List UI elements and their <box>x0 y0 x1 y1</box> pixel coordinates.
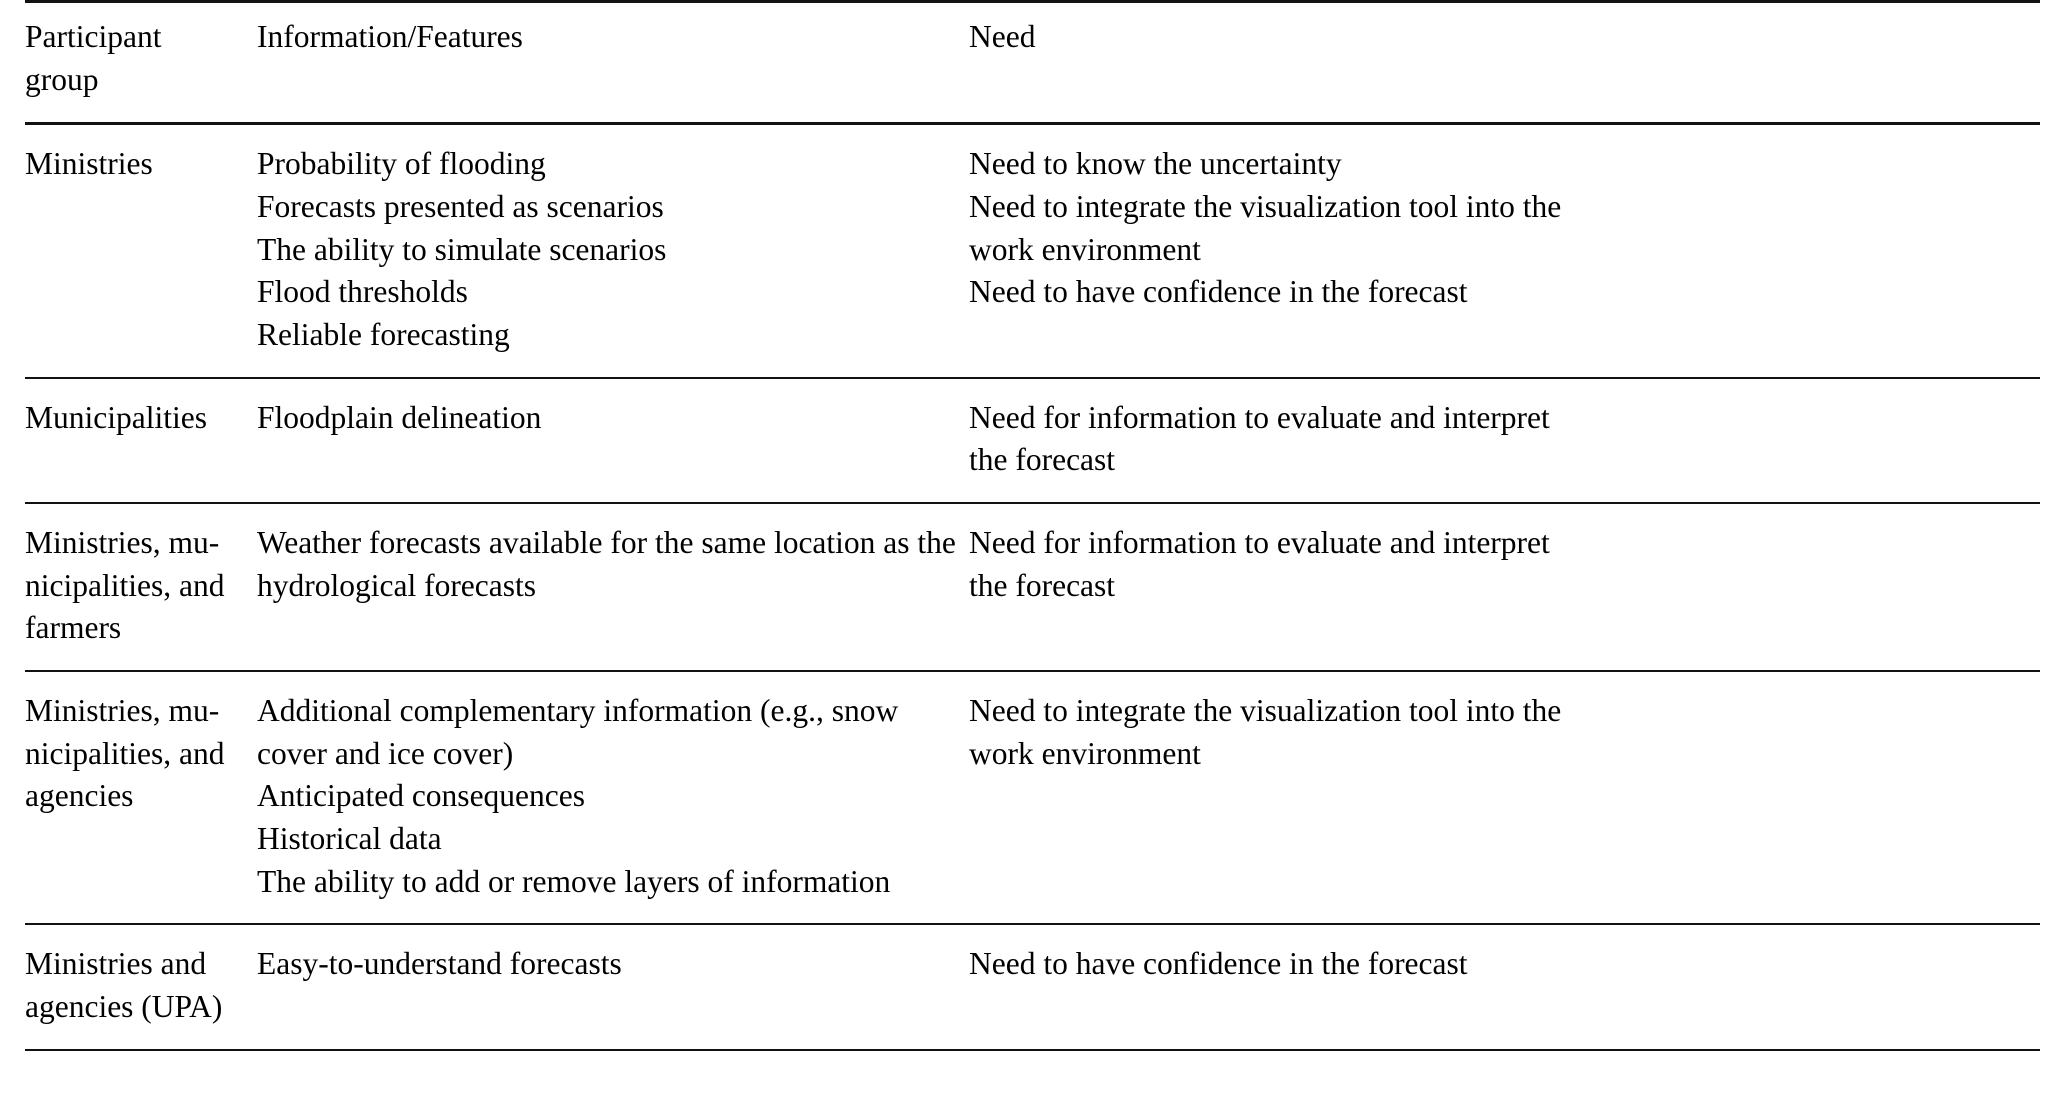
cell-participant-group: Municipalities <box>25 377 257 505</box>
cell-line: Historical data <box>257 821 442 857</box>
cell-line: the forecast <box>969 567 1116 603</box>
column-header-line: group <box>25 61 99 97</box>
cell-information-features: Easy-to-understand forecasts <box>257 924 969 1051</box>
column-header-information-features: Information/Features <box>257 0 969 126</box>
cell-line: The ability to add or remove layers of i… <box>257 863 891 899</box>
cell-line: Floodplain delineation <box>257 399 542 435</box>
cell-line: Forecasts presented as scenarios <box>257 189 664 225</box>
cell-need: Need to have confidence in the forecast <box>969 924 2040 1051</box>
cell-line: farmers <box>25 610 122 646</box>
cell-information-features: Probability of flooding Forecasts presen… <box>257 123 969 379</box>
cell-line: the forecast <box>969 442 1116 478</box>
cell-need: Need for information to evaluate and int… <box>969 503 2040 673</box>
cell-participant-group: Ministries, mu- nicipalities, and agenci… <box>25 671 257 926</box>
cell-line: Flood thresholds <box>257 274 468 310</box>
column-header-line: Information/Features <box>257 19 523 54</box>
cell-line: Ministries, mu- <box>25 693 220 729</box>
column-header-participant-group: Participant group <box>25 0 257 126</box>
cell-participant-group: Ministries, mu- nicipalities, and farmer… <box>25 503 257 673</box>
cell-line: work environment <box>969 735 1201 771</box>
table-row: Ministries Probability of flooding Forec… <box>25 123 2040 379</box>
cell-line: Additional complementary information (e.… <box>257 693 899 729</box>
cell-information-features: Floodplain delineation <box>257 377 969 505</box>
cell-line: Need to know the uncertainty <box>969 146 1342 182</box>
participant-needs-table: Participant group Information/Features N… <box>25 0 2040 1051</box>
cell-line: cover and ice cover) <box>257 735 514 771</box>
cell-line: Ministries, mu- <box>25 525 220 561</box>
cell-participant-group: Ministries and agencies (UPA) <box>25 924 257 1051</box>
cell-line: Need to have confidence in the forecast <box>969 274 1468 310</box>
cell-line: Ministries <box>25 146 153 182</box>
table-header: Participant group Information/Features N… <box>25 0 2040 126</box>
cell-line: Reliable forecasting <box>257 317 510 353</box>
cell-line: agencies (UPA) <box>25 989 223 1025</box>
table-body: Ministries Probability of flooding Forec… <box>25 123 2040 1051</box>
cell-information-features: Additional complementary information (e.… <box>257 671 969 926</box>
cell-line: Municipalities <box>25 399 207 435</box>
table-row: Ministries, mu- nicipalities, and farmer… <box>25 503 2040 673</box>
table-row: Ministries and agencies (UPA) Easy-to-un… <box>25 924 2040 1051</box>
table-row: Municipalities Floodplain delineation Ne… <box>25 377 2040 505</box>
cell-line: The ability to simulate scenarios <box>257 231 667 267</box>
cell-line: Probability of flooding <box>257 146 546 182</box>
cell-line: hydrological forecasts <box>257 567 537 603</box>
cell-need: Need to integrate the visualization tool… <box>969 671 2040 926</box>
cell-line: nicipalities, and <box>25 735 225 771</box>
cell-line: Need to integrate the visualization tool… <box>969 189 1562 225</box>
cell-line: Anticipated consequences <box>257 778 585 814</box>
header-row: Participant group Information/Features N… <box>25 0 2040 126</box>
cell-need: Need for information to evaluate and int… <box>969 377 2040 505</box>
cell-line: nicipalities, and <box>25 567 225 603</box>
column-header-need: Need <box>969 0 2040 126</box>
cell-need: Need to know the uncertainty Need to int… <box>969 123 2040 379</box>
cell-participant-group: Ministries <box>25 123 257 379</box>
cell-line: Easy-to-understand forecasts <box>257 946 622 982</box>
cell-line: Need for information to evaluate and int… <box>969 525 1550 561</box>
cell-line: work environment <box>969 231 1201 267</box>
column-header-line: Participant <box>25 19 162 54</box>
cell-line: Need to integrate the visualization tool… <box>969 693 1562 729</box>
column-header-line: Need <box>969 19 1036 54</box>
cell-line: Need for information to evaluate and int… <box>969 399 1550 435</box>
table-row: Ministries, mu- nicipalities, and agenci… <box>25 671 2040 926</box>
cell-line: Need to have confidence in the forecast <box>969 946 1468 982</box>
cell-line: Ministries and <box>25 946 207 982</box>
cell-information-features: Weather forecasts available for the same… <box>257 503 969 673</box>
cell-line: Weather forecasts available for the same… <box>257 525 956 561</box>
cell-line: agencies <box>25 778 134 814</box>
